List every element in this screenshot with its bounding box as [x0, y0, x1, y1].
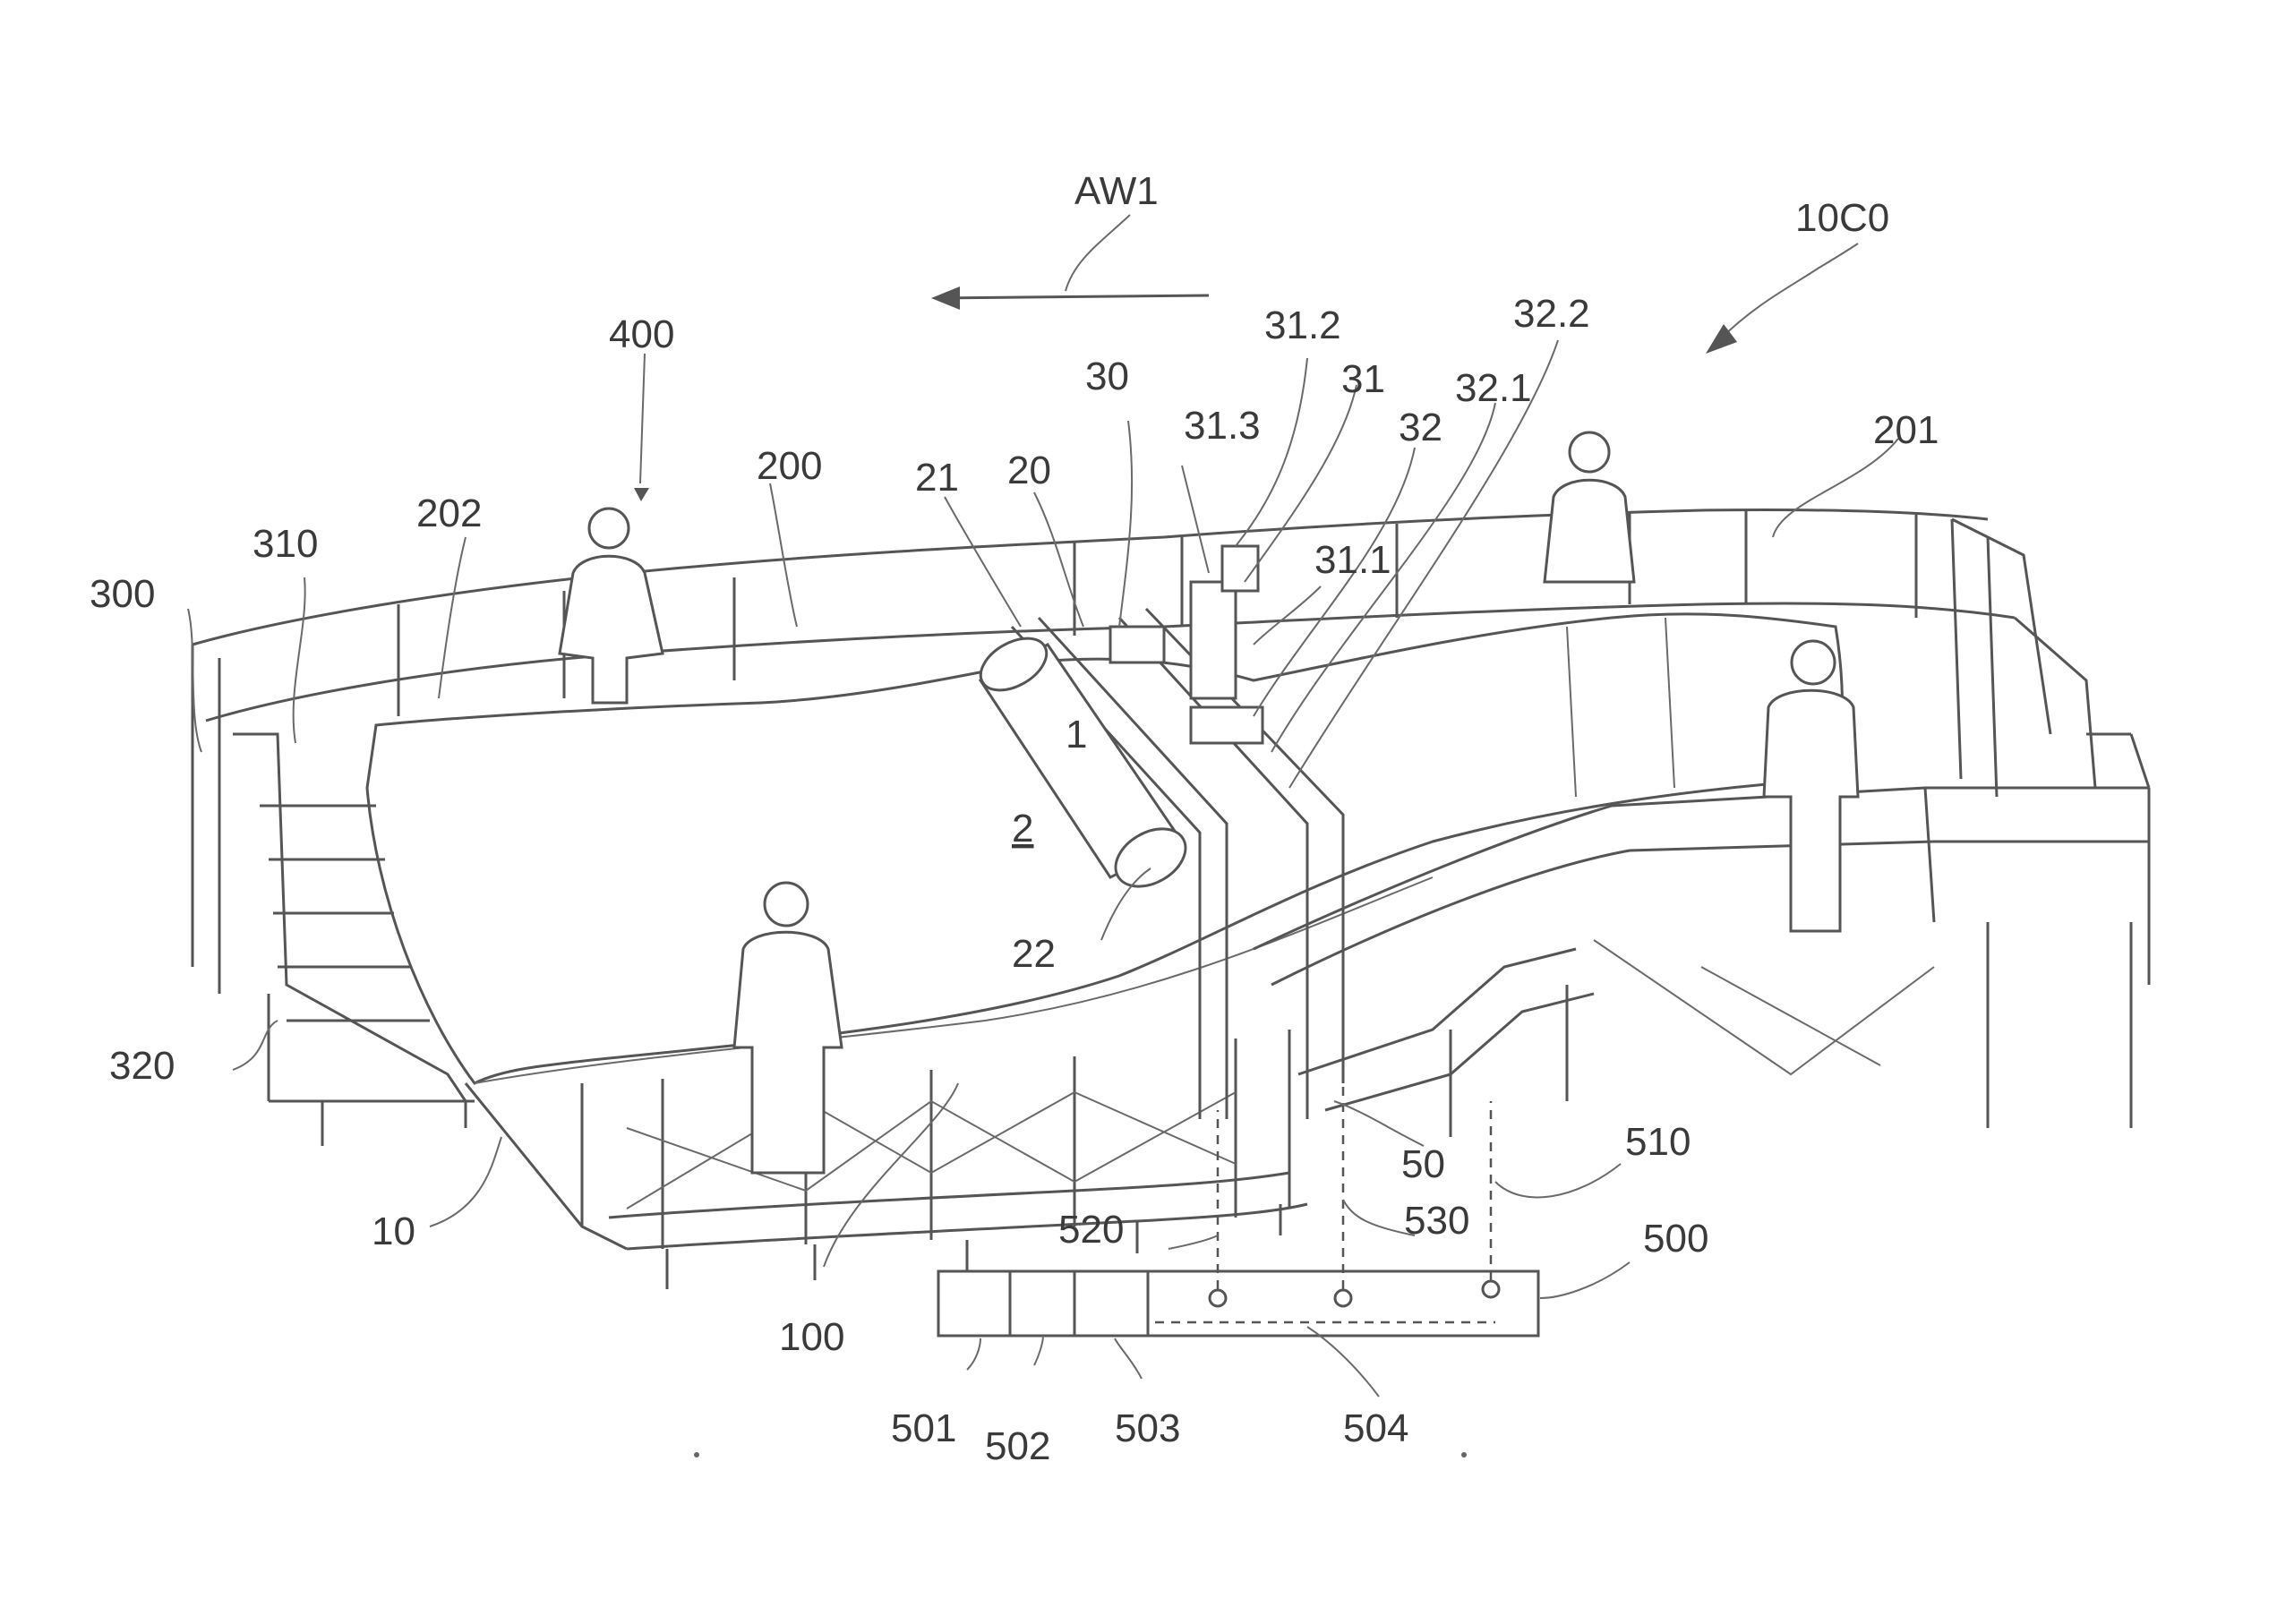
label-300: 300 — [90, 572, 155, 616]
label-1000: 10C0 — [1795, 196, 1889, 240]
label-502: 502 — [985, 1424, 1050, 1468]
label-22: 22 — [1012, 932, 1056, 976]
label-530: 530 — [1404, 1199, 1469, 1243]
label-520: 520 — [1058, 1208, 1124, 1252]
label-202: 202 — [416, 491, 482, 535]
label-500: 500 — [1643, 1217, 1708, 1261]
label-30: 30 — [1085, 355, 1129, 398]
label-100: 100 — [779, 1315, 844, 1359]
label-1: 1 — [1066, 713, 1087, 756]
label-aw1: AW1 — [1074, 169, 1159, 213]
label-510: 510 — [1625, 1120, 1691, 1164]
label-10: 10 — [372, 1209, 415, 1253]
direction-arrow-aw1 — [931, 215, 1209, 310]
small-dot — [694, 1452, 699, 1457]
label-504: 504 — [1343, 1406, 1408, 1450]
label-32: 32 — [1399, 406, 1442, 449]
label-201: 201 — [1873, 408, 1939, 452]
label-32-2: 32.2 — [1513, 292, 1590, 336]
label-503: 503 — [1115, 1406, 1180, 1450]
label-31-1: 31.1 — [1314, 538, 1391, 582]
label-501: 501 — [891, 1406, 956, 1450]
worker-400 — [560, 509, 663, 703]
label-320: 320 — [109, 1044, 175, 1088]
label-310: 310 — [253, 522, 318, 566]
label-20: 20 — [1007, 449, 1051, 492]
base-platform — [466, 1030, 1307, 1289]
small-dot — [1461, 1452, 1467, 1457]
label-200: 200 — [757, 444, 822, 488]
label-32-1: 32.1 — [1455, 366, 1532, 410]
label-31: 31 — [1341, 357, 1385, 401]
label-21: 21 — [915, 456, 959, 500]
reference-arrow-1000 — [1706, 244, 1858, 354]
label-400: 400 — [609, 312, 674, 356]
label-2: 2 — [1012, 807, 1033, 850]
worker-rear — [1545, 432, 1634, 582]
label-50: 50 — [1401, 1142, 1445, 1186]
label-31-2: 31.2 — [1264, 303, 1341, 347]
label-31-3: 31.3 — [1184, 404, 1261, 448]
